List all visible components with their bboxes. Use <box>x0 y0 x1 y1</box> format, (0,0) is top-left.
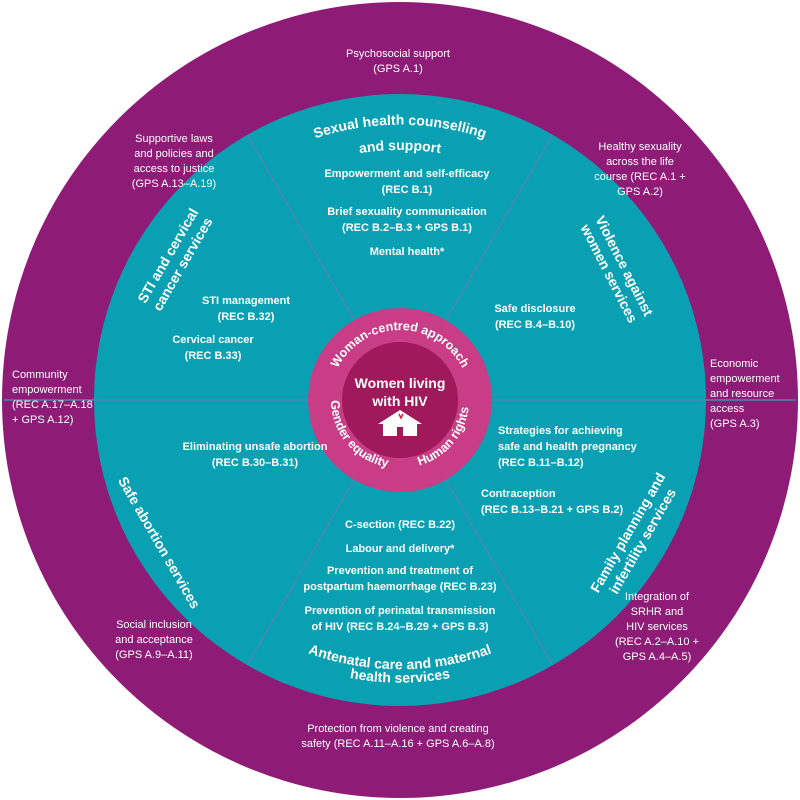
core-title-line1: Women living <box>355 375 446 391</box>
psychosocial-line1: Psychosocial support <box>346 48 450 60</box>
empowerment-line1: Empowerment and self-efficacy <box>324 168 490 180</box>
safe-disclosure-line2: (REC B.4–B.10) <box>495 319 575 331</box>
supportive-laws-line2: and policies and <box>134 148 214 160</box>
community-line3: (REC A.17–A.18 <box>12 399 93 411</box>
healthy-sexuality-line4: GPS A.2) <box>617 186 663 198</box>
labour-line1: Labour and delivery* <box>346 543 456 555</box>
inner-items: Empowerment and self-efficacy (REC B.1) … <box>172 168 637 633</box>
empowerment-line2: (REC B.1) <box>382 184 433 196</box>
integration-line3: HIV services <box>626 621 688 633</box>
community-line1: Community <box>12 369 68 381</box>
integration-line4: (REC A.2–A.10 + <box>615 636 699 648</box>
cervical-cancer-line1: Cervical cancer <box>172 334 254 346</box>
safe-disclosure-line1: Safe disclosure <box>494 303 575 315</box>
integration-line1: Integration of <box>625 591 690 603</box>
healthy-sexuality-line1: Healthy sexuality <box>598 141 682 153</box>
brief-sexuality-line1: Brief sexuality communication <box>327 206 487 218</box>
strategies-pregnancy-line3: (REC B.11–B.12) <box>498 457 584 469</box>
perinatal-line1: Prevention of perinatal transmission <box>305 605 496 617</box>
unsafe-abortion-line1: Eliminating unsafe abortion <box>183 441 328 453</box>
supportive-laws-line4: (GPS A.13–A.19) <box>132 178 216 190</box>
outer-items: Psychosocial support (GPS A.1) Healthy s… <box>12 48 780 750</box>
protection-line2: safety (REC A.11–A.16 + GPS A.6–A.8) <box>301 738 494 750</box>
brief-sexuality-line2: (REC B.2–B.3 + GPS B.1) <box>342 222 472 234</box>
contraception-line2: (REC B.13–B.21 + GPS B.2) <box>481 504 623 516</box>
community-line2: empowerment <box>12 384 82 396</box>
core-title-line2: with HIV <box>371 393 428 409</box>
integration-line5: GPS A.4–A.5) <box>623 651 691 663</box>
sector-title-sexual-health-line2: and support <box>358 137 443 156</box>
pph-line2: postpartum haemorrhage (REC B.23) <box>303 581 496 593</box>
economic-line4: access <box>710 403 745 415</box>
healthy-sexuality-line3: course (REC A.1 + <box>594 171 685 183</box>
sti-management-line2: (REC B.32) <box>218 311 275 323</box>
hut-icon <box>378 410 422 436</box>
social-inclusion-line1: Social inclusion <box>116 619 192 631</box>
c-section-line1: C-section (REC B.22) <box>345 519 455 531</box>
healthy-sexuality-line2: across the life <box>606 156 674 168</box>
sector-title-antenatal-line2: health services <box>349 665 451 686</box>
social-inclusion-line2: and acceptance <box>115 634 193 646</box>
strategies-pregnancy-line2: safe and health pregnancy <box>498 441 638 453</box>
economic-line1: Economic <box>710 358 759 370</box>
supportive-laws-line1: Supportive laws <box>135 133 213 145</box>
psychosocial-line2: (GPS A.1) <box>373 63 423 75</box>
mental-health-line1: Mental health* <box>370 246 445 258</box>
sti-management-line1: STI management <box>202 295 290 307</box>
perinatal-line2: of HIV (REC B.24–B.29 + GPS B.3) <box>312 621 489 633</box>
contraception-line1: Contraception <box>481 488 556 500</box>
integration-line2: SRHR and <box>631 606 684 618</box>
protection-line1: Protection from violence and creating <box>307 723 489 735</box>
community-line4: + GPS A.12) <box>12 414 73 426</box>
pph-line1: Prevention and treatment of <box>327 565 473 577</box>
economic-line5: (GPS A.3) <box>710 418 760 430</box>
economic-line3: and resource <box>710 388 774 400</box>
strategies-pregnancy-line1: Strategies for achieving <box>498 425 623 437</box>
social-inclusion-line3: (GPS A.9–A.11) <box>115 649 192 661</box>
cervical-cancer-line2: (REC B.33) <box>185 350 242 362</box>
economic-line2: empowerment <box>710 373 780 385</box>
supportive-laws-line3: access to justice <box>134 163 215 175</box>
unsafe-abortion-line2: (REC B.30–B.31) <box>212 457 299 469</box>
core-center <box>342 342 458 458</box>
